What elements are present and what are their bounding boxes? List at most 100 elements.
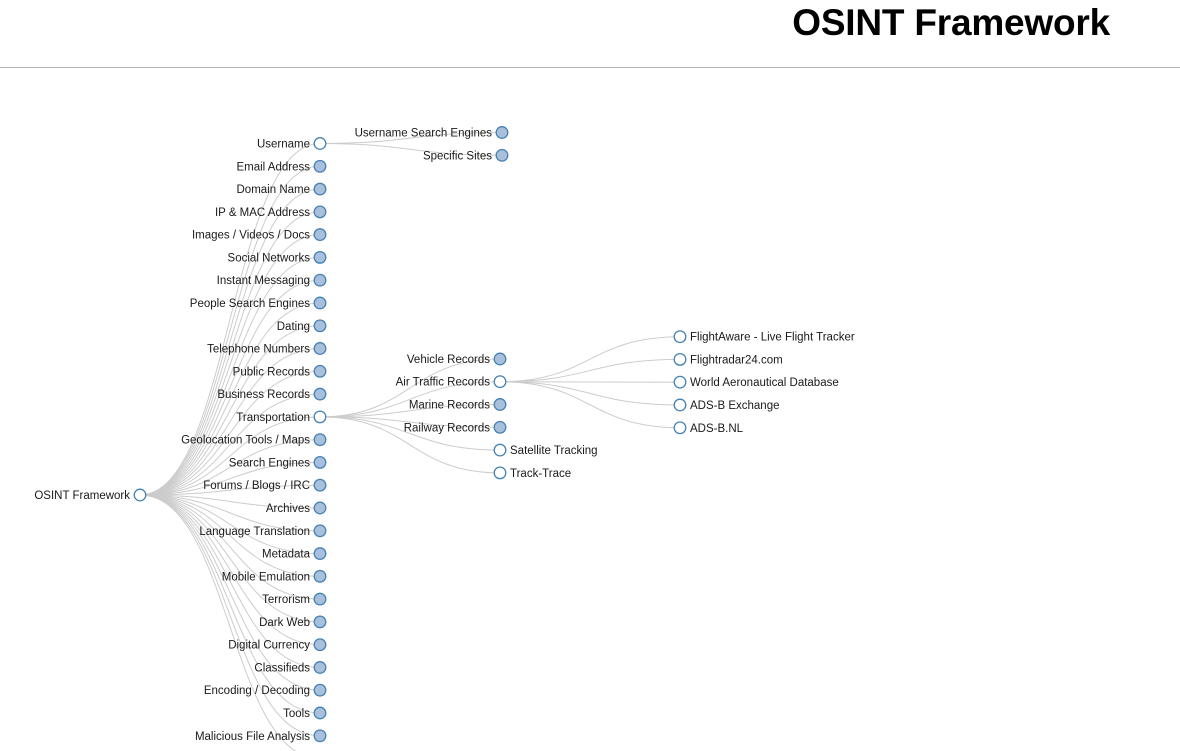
node-toggle-circle[interactable] (495, 126, 509, 139)
tree-node-marine-records[interactable]: Marine Records (409, 398, 507, 412)
node-toggle-circle[interactable] (313, 501, 327, 515)
tree-node-air-traffic-records[interactable]: Air Traffic Records (396, 375, 507, 389)
link-root-to-terrorism (139, 494, 321, 600)
tree-node-transportation[interactable]: Transportation (236, 410, 327, 424)
tree-node-digital-currency[interactable]: Digital Currency (228, 638, 327, 652)
node-toggle-circle[interactable] (313, 547, 327, 561)
node-label: OSINT Framework (34, 490, 130, 502)
node-label: Flightradar24.com (690, 354, 783, 366)
node-label: Username Search Engines (355, 128, 493, 140)
node-toggle-circle[interactable] (673, 352, 687, 366)
tree-node-satellite-tracking[interactable]: Satellite Tracking (493, 443, 598, 457)
node-toggle-circle[interactable] (313, 410, 327, 424)
node-toggle-circle[interactable] (313, 319, 327, 333)
link-username-to-username-search-engines (319, 132, 503, 144)
tree-node-images-videos-docs[interactable]: Images / Videos / Docs (192, 228, 327, 242)
tree-node-forums-blogs-irc[interactable]: Forums / Blogs / IRC (203, 478, 327, 492)
link-username-to-specific-sites (319, 143, 503, 156)
node-toggle-circle[interactable] (673, 330, 687, 344)
tree-node-dark-web[interactable]: Dark Web (259, 615, 327, 629)
tree-node-ads-b-exchange[interactable]: ADS-B Exchange (673, 398, 780, 412)
node-toggle-circle[interactable] (313, 729, 327, 743)
tree-node-osint-framework[interactable]: OSINT Framework (34, 488, 147, 502)
node-toggle-circle[interactable] (313, 433, 327, 447)
tree-node-world-aeronautical-database[interactable]: World Aeronautical Database (673, 375, 839, 389)
node-toggle-circle[interactable] (493, 466, 507, 480)
node-label: Social Networks (228, 252, 311, 264)
tree-node-ads-b-nl[interactable]: ADS-B.NL (673, 421, 744, 435)
node-toggle-circle[interactable] (313, 342, 327, 355)
tree-node-track-trace[interactable]: Track-Trace (493, 466, 571, 480)
node-toggle-circle[interactable] (495, 148, 509, 162)
node-toggle-circle[interactable] (313, 661, 327, 674)
node-toggle-circle[interactable] (313, 250, 327, 264)
node-toggle-circle[interactable] (493, 420, 507, 434)
node-toggle-circle[interactable] (313, 478, 327, 492)
node-label: Dark Web (259, 617, 310, 629)
tree-node-mobile-emulation[interactable]: Mobile Emulation (222, 569, 327, 584)
tree-node-metadata[interactable]: Metadata (262, 547, 327, 561)
page-title: OSINT Framework (792, 2, 1110, 43)
node-toggle-circle[interactable] (313, 296, 327, 310)
tree-node-terrorism[interactable]: Terrorism (262, 592, 327, 606)
link-root-to-domain-name (139, 188, 321, 496)
node-toggle-circle[interactable] (493, 352, 507, 366)
node-toggle-circle[interactable] (313, 524, 327, 538)
tree-node-telephone-numbers[interactable]: Telephone Numbers (207, 342, 327, 356)
tree-node-railway-records[interactable]: Railway Records (404, 420, 507, 435)
tree-node-email-address[interactable]: Email Address (236, 159, 327, 174)
tree-node-classifieds[interactable]: Classifieds (254, 661, 327, 675)
node-toggle-circle[interactable] (313, 228, 327, 242)
tree-node-language-translation[interactable]: Language Translation (199, 524, 327, 538)
tree-node-people-search-engines[interactable]: People Search Engines (190, 296, 327, 310)
tree-node-social-networks[interactable]: Social Networks (228, 250, 327, 265)
node-toggle-circle[interactable] (313, 182, 327, 196)
tree-node-instant-messaging[interactable]: Instant Messaging (217, 273, 327, 287)
node-toggle-circle[interactable] (133, 488, 147, 502)
node-toggle-circle[interactable] (673, 421, 687, 435)
tree-node-malicious-file-analysis[interactable]: Malicious File Analysis (195, 729, 327, 743)
tree-node-search-engines[interactable]: Search Engines (229, 455, 327, 470)
node-toggle-circle[interactable] (313, 137, 327, 150)
tree-node-domain-name[interactable]: Domain Name (237, 182, 327, 196)
node-label: Metadata (262, 549, 311, 561)
tree-links-layer (139, 132, 681, 751)
node-toggle-circle[interactable] (493, 398, 507, 411)
tree-node-username-search-engines[interactable]: Username Search Engines (355, 126, 509, 140)
tree-node-specific-sites[interactable]: Specific Sites (423, 148, 509, 163)
tree-node-encoding-decoding[interactable]: Encoding / Decoding (204, 683, 327, 697)
tree-node-business-records[interactable]: Business Records (217, 387, 327, 401)
node-toggle-circle[interactable] (313, 364, 327, 378)
tree-node-dating[interactable]: Dating (277, 319, 327, 333)
node-toggle-circle[interactable] (313, 638, 327, 652)
tree-node-vehicle-records[interactable]: Vehicle Records (407, 352, 507, 366)
node-toggle-circle[interactable] (673, 398, 687, 412)
tree-node-username[interactable]: Username (257, 137, 327, 151)
tree-node-public-records[interactable]: Public Records (233, 364, 327, 379)
tree-node-archives[interactable]: Archives (266, 501, 327, 515)
link-root-to-search-engines (139, 461, 321, 496)
node-toggle-circle[interactable] (313, 455, 327, 469)
node-toggle-circle[interactable] (493, 375, 507, 389)
node-toggle-circle[interactable] (313, 706, 327, 720)
node-toggle-circle[interactable] (493, 443, 507, 457)
node-toggle-circle[interactable] (313, 615, 327, 629)
node-toggle-circle[interactable] (313, 273, 327, 287)
tree-node-flightradar24-com[interactable]: Flightradar24.com (673, 352, 783, 367)
node-toggle-circle[interactable] (313, 683, 327, 697)
node-toggle-circle[interactable] (313, 159, 327, 173)
node-label: Railway Records (404, 422, 491, 434)
node-toggle-circle[interactable] (313, 592, 327, 606)
node-toggle-circle[interactable] (313, 569, 327, 583)
node-label: Forums / Blogs / IRC (203, 480, 310, 492)
node-toggle-circle[interactable] (313, 387, 327, 401)
node-toggle-circle[interactable] (313, 205, 327, 219)
tree-node-ip-mac-address[interactable]: IP & MAC Address (215, 205, 327, 219)
tree-node-flightaware-live-flight-tracker[interactable]: FlightAware - Live Flight Tracker (673, 330, 855, 344)
link-air-traffic-to-flightradar24-com (499, 358, 681, 383)
tree-node-tools[interactable]: Tools (283, 706, 327, 720)
tree-node-geolocation-tools-maps[interactable]: Geolocation Tools / Maps (181, 433, 327, 447)
node-toggle-circle[interactable] (673, 375, 687, 389)
